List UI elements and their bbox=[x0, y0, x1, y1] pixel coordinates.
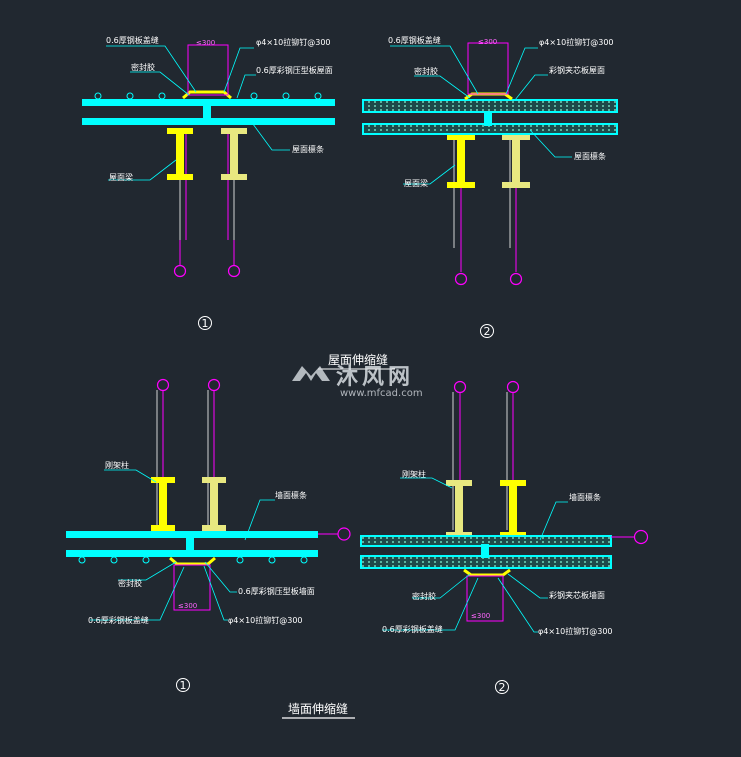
svg-text:墙面伸缩缝: 墙面伸缩缝 bbox=[288, 701, 348, 716]
wall-purlin-label: 墙面檩条 bbox=[569, 492, 601, 502]
watermark: 沐风网 www.mfcad.com bbox=[292, 365, 423, 399]
detail-number: 2 bbox=[499, 681, 506, 694]
axis-bubble-icon bbox=[633, 529, 649, 545]
wall-title: 墙面伸缩缝 bbox=[282, 701, 355, 719]
detail-number-circle bbox=[198, 316, 212, 330]
wall-detail-1: ≤300 刚架柱 墙面檩条 密封胶 0.6厚彩钢压型板墙面 0.6厚彩钢板盖缝 … bbox=[66, 378, 351, 692]
purlin-right bbox=[502, 134, 530, 188]
flashing-label: 0.6厚彩钢板盖缝 bbox=[88, 615, 149, 625]
sealant-label: 密封胶 bbox=[414, 66, 438, 76]
axis-bubble-icon bbox=[156, 378, 170, 392]
roof-purlin-label: 屋面檩条 bbox=[574, 151, 606, 161]
wall-purlin-label: 墙面檩条 bbox=[275, 490, 307, 500]
detail-number: 1 bbox=[180, 679, 187, 692]
wall-detail-2: ≤300 刚架柱 墙面檩条 密封胶 彩钢夹芯板墙面 0.6厚彩钢板盖缝 φ4×1… bbox=[360, 380, 649, 694]
axis-bubble-icon bbox=[453, 380, 467, 394]
rivet-label: φ4×10拉铆钉@300 bbox=[538, 626, 613, 636]
svg-text:≤300: ≤300 bbox=[178, 602, 197, 610]
svg-text:沐风网: 沐风网 bbox=[336, 365, 414, 390]
detail-number-circle bbox=[495, 680, 509, 694]
axis-bubble-icon bbox=[227, 264, 241, 278]
roof-title: 屋面伸缩缝 bbox=[318, 352, 395, 370]
rigid-column-label: 刚架柱 bbox=[105, 460, 129, 470]
roof-detail-1: ≤300 0.6厚钢板盖缝 密封胶 φ4×10拉铆钉@300 0.6厚彩钢压型板… bbox=[82, 35, 335, 330]
column-left bbox=[446, 480, 472, 538]
axis-bubble-icon bbox=[454, 272, 468, 286]
detail-number: 1 bbox=[202, 317, 209, 330]
roof-purlin-label: 屋面檩条 bbox=[292, 144, 324, 154]
roof-sandwich-label: 彩钢夹芯板屋面 bbox=[549, 65, 605, 75]
svg-text:≤300: ≤300 bbox=[471, 612, 490, 620]
roof-detail-2: ≤300 0.6厚钢板盖缝 密封胶 φ4×10拉铆钉@300 彩钢夹芯板屋面 屋… bbox=[362, 35, 618, 338]
wall-sandwich-label: 彩钢夹芯板墙面 bbox=[549, 590, 605, 600]
axis-bubble-icon bbox=[173, 264, 187, 278]
detail-number-circle bbox=[176, 678, 190, 692]
roof-beam-label: 屋面梁 bbox=[404, 179, 428, 188]
sealant-label: 密封胶 bbox=[412, 591, 436, 601]
roof-beam-label: 屋面梁 bbox=[109, 173, 133, 182]
flashing-label: 0.6厚钢板盖缝 bbox=[106, 35, 159, 45]
rigid-column-label: 刚架柱 bbox=[402, 469, 426, 479]
axis-bubble-icon bbox=[337, 527, 351, 541]
column-right bbox=[202, 477, 226, 531]
column-left bbox=[151, 477, 175, 531]
wall-profiled-label: 0.6厚彩钢压型板墙面 bbox=[238, 586, 315, 596]
svg-text:≤300: ≤300 bbox=[478, 38, 497, 46]
purlin-left bbox=[167, 128, 193, 180]
purlin-right bbox=[221, 128, 247, 180]
axis-bubble-icon bbox=[506, 380, 520, 394]
sealant-label: 密封胶 bbox=[131, 62, 155, 72]
rivet-label: φ4×10拉铆钉@300 bbox=[228, 615, 303, 625]
flashing-label: 0.6厚彩钢板盖缝 bbox=[382, 624, 443, 634]
purlin-left bbox=[447, 134, 475, 188]
axis-bubble-icon bbox=[207, 378, 221, 392]
svg-text:www.mfcad.com: www.mfcad.com bbox=[340, 388, 423, 399]
column-right bbox=[500, 480, 526, 538]
detail-number-circle bbox=[480, 324, 494, 338]
svg-text:屋面伸缩缝: 屋面伸缩缝 bbox=[328, 352, 388, 367]
logo-icon bbox=[292, 366, 330, 381]
rivet-label: φ4×10拉铆钉@300 bbox=[539, 37, 614, 47]
rivet-label: φ4×10拉铆钉@300 bbox=[256, 37, 331, 47]
roof-profiled-label: 0.6厚彩钢压型板屋面 bbox=[256, 65, 333, 75]
detail-number: 2 bbox=[484, 325, 491, 338]
flashing-label: 0.6厚钢板盖缝 bbox=[388, 35, 441, 45]
axis-bubble-icon bbox=[509, 272, 523, 286]
sealant-label: 密封胶 bbox=[118, 578, 142, 588]
svg-text:≤300: ≤300 bbox=[196, 39, 215, 47]
